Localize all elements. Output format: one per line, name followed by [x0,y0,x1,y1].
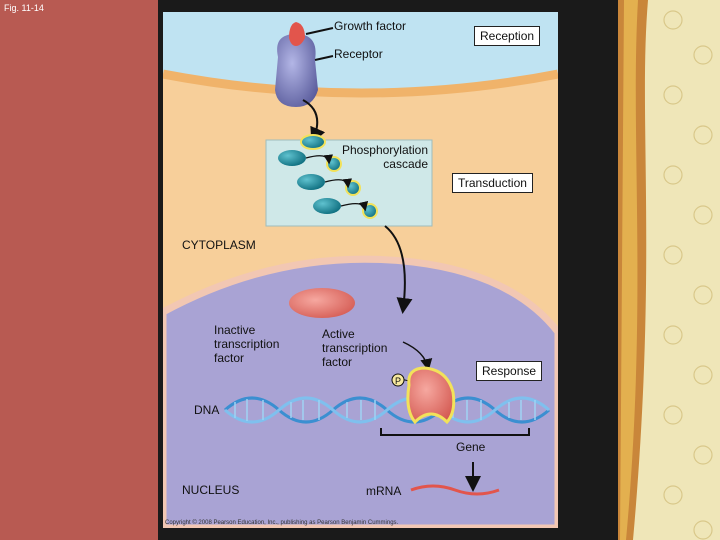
gene-label: Gene [456,440,486,454]
active-tf-line2: transcription [322,341,388,355]
active-transcription-factor [406,366,456,425]
diagram-slide: Growth factor Receptor Reception Phospho… [163,12,558,528]
signal-pathway-diagram [163,12,558,528]
inactive-tf-line1: Inactive [214,323,256,337]
copyright-notice: Copyright © 2008 Pearson Education, Inc.… [165,520,399,526]
cascade-protein-2 [278,150,306,166]
nucleus-label: NUCLEUS [182,483,240,497]
phosphorylation-cascade-line2: cascade [383,157,428,171]
growth-factor-label: Growth factor [334,19,407,33]
stage-response-label: Response [476,361,543,381]
stage-reception-label: Reception [474,26,541,46]
cascade-protein-7 [362,203,378,219]
mrna-strand [410,484,500,496]
dna-label: DNA [194,403,220,417]
cascade-protein-6 [313,198,341,214]
inactive-transcription-factor [289,288,355,318]
active-transcription-factor-label: Active transcription factor [322,327,387,369]
phosphate-group [391,373,405,387]
receptor-shape [275,34,318,107]
receptor-label: Receptor [334,47,383,61]
gene-bracket [380,428,530,436]
mrna-label: mRNA [366,484,402,498]
inactive-tf-line3: factor [214,351,245,365]
cytoplasm-label: CYTOPLASM [182,238,256,252]
phosphate-label: P [395,376,402,386]
cascade-protein-4 [297,174,325,190]
inactive-tf-line2: transcription [214,337,280,351]
figure-label: Fig. 11-14 [4,3,44,13]
growth-factor-shape [289,22,305,46]
cascade-protein-5 [345,180,361,196]
dna-helix [224,396,550,424]
cascade-protein-1 [300,134,326,150]
phosphorylation-cascade-label: Phosphorylation cascade [326,143,428,171]
plasma-membrane [163,69,558,98]
inactive-transcription-factor-label: Inactive transcription factor [214,323,279,365]
decorative-side-panel [618,0,720,540]
active-tf-line3: factor [322,355,353,369]
active-tf-line1: Active [322,327,355,341]
stage-transduction-label: Transduction [452,173,533,193]
nucleus-region [163,255,558,528]
decorative-pattern [618,0,713,540]
phosphorylation-cascade-line1: Phosphorylation [341,143,428,157]
